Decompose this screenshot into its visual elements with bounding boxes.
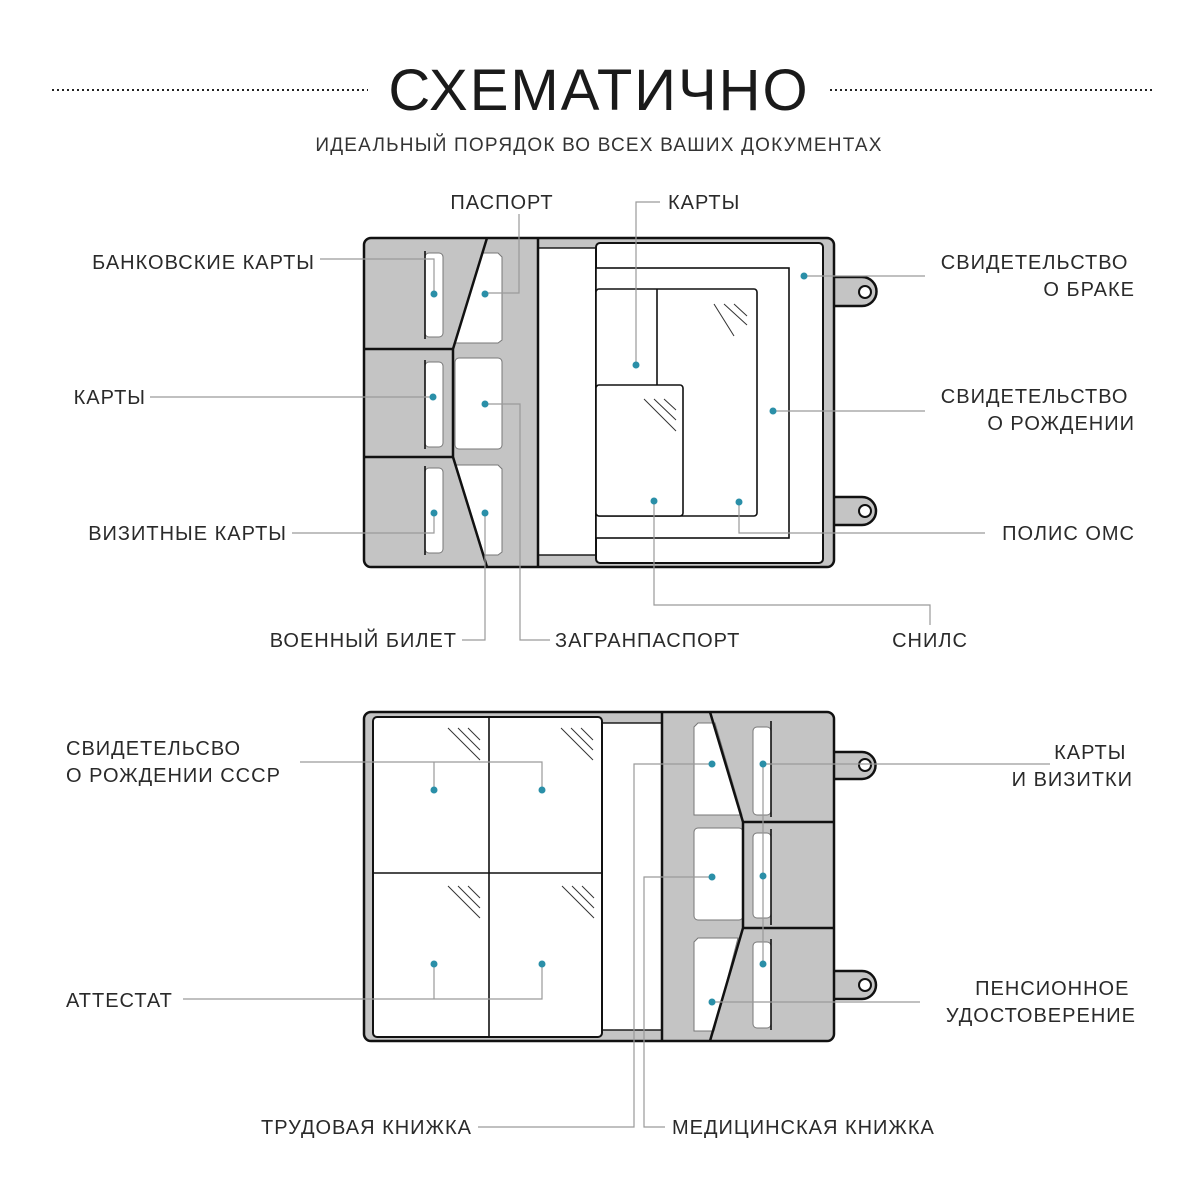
medical-book-pocket [693, 827, 744, 921]
top-organizer [150, 201, 985, 641]
marker-dots [430, 760, 767, 1006]
label-cards-left: КАРТЫ [74, 387, 146, 409]
card-slot [424, 361, 444, 448]
label-foreign-passport: ЗАГРАНПАСПОРТ [555, 630, 740, 652]
label-cards-and-business: КАРТЫ И ВИЗИТКИ [1012, 742, 1133, 791]
bottom-organizer [183, 710, 1050, 1128]
pension-id-pocket [693, 937, 739, 1032]
page-title: СХЕМАТИЧНО [388, 58, 809, 123]
label-passport: ПАСПОРТ [450, 192, 553, 214]
label-business-cards: ВИЗИТНЫЕ КАРТЫ [88, 523, 287, 545]
label-marriage-cert: СВИДЕТЕЛЬСТВО О БРАКЕ [941, 252, 1135, 301]
strap-tab-top [829, 275, 878, 308]
document-page [372, 716, 603, 1038]
label-ussr-birth-cert: СВИДЕТЕЛЬСВО О РОЖДЕНИИ СССР [66, 738, 281, 787]
snils-sleeve [595, 384, 684, 517]
leader-lines [150, 201, 985, 641]
strap-tab-bottom [829, 969, 878, 1001]
label-pension-id: ПЕНСИОННОЕ УДОСТОВЕРЕНИЕ [946, 978, 1136, 1027]
marker-dots [429, 272, 808, 517]
glare-hatch-icon [643, 303, 748, 432]
label-oms-policy: ПОЛИС ОМС [1002, 523, 1135, 545]
spine [537, 247, 599, 556]
label-cards-top: КАРТЫ [668, 192, 740, 214]
strap-tab-top [829, 750, 877, 781]
label-medical-book: МЕДИЦИНСКАЯ КНИЖКА [672, 1117, 935, 1139]
glare-hatch-icon [447, 727, 595, 919]
label-bank-cards: БАНКОВСКИЕ КАРТЫ [92, 252, 315, 274]
card-slot [752, 941, 772, 1029]
label-snils: СНИЛС [892, 630, 968, 652]
strap-tab-bottom [829, 495, 878, 527]
label-work-book: ТРУДОВАЯ КНИЖКА [261, 1117, 472, 1139]
label-military-id: ВОЕННЫЙ БИЛЕТ [270, 628, 457, 652]
card-slot [752, 726, 772, 816]
page-subtitle: ИДЕАЛЬНЫЙ ПОРЯДОК ВО ВСЕХ ВАШИХ ДОКУМЕНТ… [315, 134, 882, 156]
label-birth-cert: СВИДЕТЕЛЬСТВО О РОЖДЕНИИ [941, 386, 1135, 435]
label-certificate: АТТЕСТАТ [66, 990, 173, 1012]
